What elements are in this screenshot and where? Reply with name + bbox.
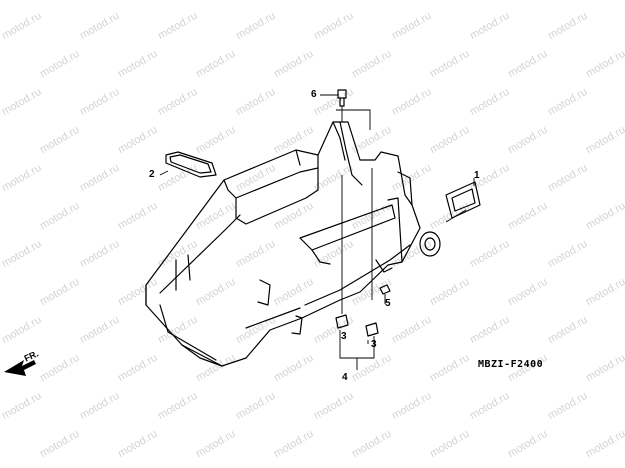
callout-1: 1: [474, 170, 480, 181]
callout-3a: 3: [341, 331, 347, 342]
bolt-part: [337, 89, 347, 107]
inner-fender-part: [145, 121, 441, 367]
callout-6: 6: [311, 89, 317, 100]
callout-3b: 3: [371, 339, 377, 350]
callout-2: 2: [149, 169, 155, 180]
gasket-seal-part: [165, 151, 217, 178]
clip-part-a: [335, 314, 349, 329]
leader-lines: [159, 94, 475, 370]
front-direction-arrow-icon: [4, 360, 36, 376]
callout-5: 5: [385, 298, 391, 309]
clip-part-b: [365, 322, 379, 337]
diagram-code: MBZI-F2400: [478, 359, 544, 370]
nut-part: [379, 284, 391, 295]
callout-4: 4: [342, 372, 348, 383]
reflector-part: [445, 181, 481, 219]
